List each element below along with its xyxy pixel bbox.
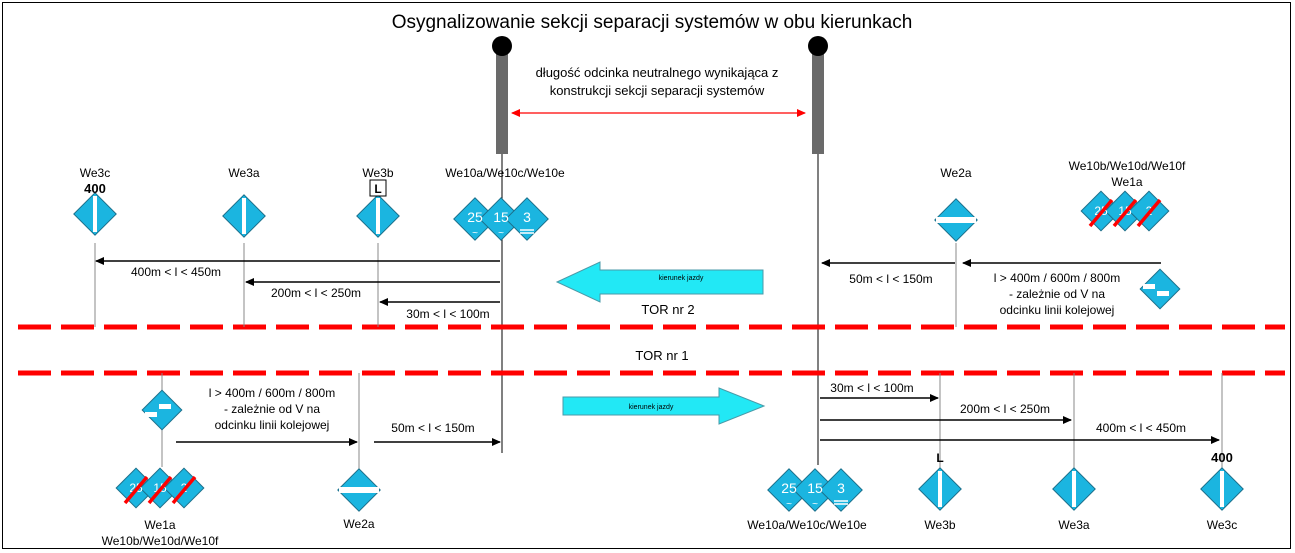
svg-text:~: ~	[786, 499, 792, 510]
svg-text:~: ~	[472, 228, 478, 239]
svg-text:~: ~	[812, 499, 818, 510]
label-we3a-top: We3a	[228, 166, 259, 180]
direction-label-bottom: kierunek jazdy	[629, 404, 674, 411]
digit-3-top: 3	[523, 209, 531, 225]
sign-we1a-bottom	[141, 373, 183, 467]
digit-15-top: 15	[493, 209, 509, 225]
label-we3a-bottom: We3a	[1058, 518, 1089, 532]
direction-arrow-right: kierunek jazdy	[562, 387, 766, 425]
digit-15-bottom: 15	[807, 480, 823, 496]
plate-400-top: 400	[84, 181, 106, 196]
sign-we10a-bottom: 25 15 3 ~ ~	[767, 468, 863, 512]
label-we2a-top: We2a	[940, 166, 971, 180]
note-bottom-line1: l > 400m / 600m / 800m	[209, 386, 335, 400]
sign-we3a-bottom	[1052, 373, 1096, 511]
sign-we2a-bottom	[337, 373, 381, 512]
dist-50-150-top: 50m < l < 150m	[849, 272, 932, 286]
digit-25-bottom: 25	[781, 480, 797, 496]
dist-200-250-bottom: 200m < l < 250m	[960, 402, 1050, 416]
sign-we3b-bottom	[918, 373, 962, 511]
sign-we10a-top: 25 15 3 ~ ~	[453, 197, 549, 241]
neutral-section-label-line1: długość odcinka neutralnego wynikająca z	[536, 65, 779, 80]
sign-we1a-top	[1139, 268, 1181, 310]
diagram-title: Osygnalizowanie sekcji separacji systemó…	[392, 12, 913, 33]
neutral-section-label-line2: konstrukcji sekcji separacji systemów	[550, 83, 765, 98]
note-top-line3: odcinku linii kolejowej	[1000, 303, 1115, 317]
sign-we10b-top: 25 15 2	[1080, 190, 1170, 232]
label-we3c-top: We3c	[80, 166, 110, 180]
label-we10a-top: We10a/We10c/We10e	[445, 166, 565, 180]
direction-label-top: kierunek jazdy	[659, 275, 704, 282]
plate-l-top: L	[374, 182, 381, 196]
note-bottom-line2: - zależnie od V na	[224, 402, 320, 416]
direction-arrow-left: kierunek jazdy	[555, 261, 764, 303]
track-2-label: TOR nr 2	[641, 302, 694, 317]
dist-30-100-bottom: 30m < l < 100m	[830, 381, 913, 395]
label-we3b-bottom: We3b	[924, 518, 955, 532]
label-we10b-bottom: We10b/We10d/We10f	[102, 534, 219, 548]
label-we1a-bottom: We1a	[144, 518, 175, 532]
note-top-line1: l > 400m / 600m / 800m	[994, 271, 1120, 285]
sign-we3c-bottom	[1200, 373, 1244, 511]
svg-text:~: ~	[498, 228, 504, 239]
mast-left	[492, 36, 512, 453]
label-we10b-top-line1: We10b/We10d/We10f	[1069, 159, 1186, 173]
label-we10a-bottom: We10a/We10c/We10e	[747, 518, 867, 532]
label-we2a-bottom: We2a	[343, 517, 374, 531]
mast-right	[808, 36, 828, 465]
label-we3c-bottom: We3c	[1207, 518, 1237, 532]
label-we10b-top-line2: We1a	[1111, 175, 1142, 189]
dist-400-450-bottom: 400m < l < 450m	[1096, 421, 1186, 435]
label-we3b-top: We3b	[362, 166, 393, 180]
dist-50-150-bottom: 50m < l < 150m	[391, 421, 474, 435]
digit-25-top: 25	[467, 209, 483, 225]
plate-400-bottom: 400	[1211, 450, 1233, 465]
dist-400-450-top: 400m < l < 450m	[131, 265, 221, 279]
digit-3-bottom: 3	[837, 480, 845, 496]
dist-200-250-top: 200m < l < 250m	[271, 286, 361, 300]
sign-we3b-top	[356, 179, 400, 327]
track-1-label: TOR nr 1	[635, 348, 688, 363]
sign-we3c-top	[73, 192, 117, 327]
dist-30-100-top: 30m < l < 100m	[406, 307, 489, 321]
sign-we3a-top	[222, 194, 266, 327]
sign-we10b-bottom: 25 15 2	[115, 467, 205, 509]
sign-we2a-top	[934, 198, 978, 327]
note-bottom-line3: odcinku linii kolejowej	[215, 418, 330, 432]
note-top-line2: - zależnie od V na	[1009, 287, 1105, 301]
plate-l-bottom: L	[936, 451, 943, 465]
